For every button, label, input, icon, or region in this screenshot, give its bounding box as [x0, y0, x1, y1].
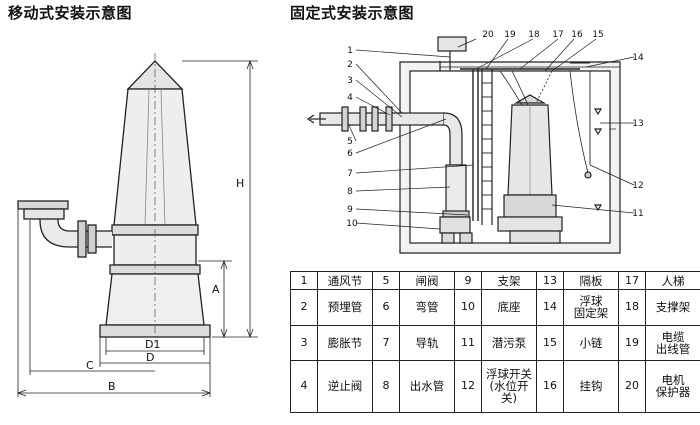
part-number-cell: 12	[454, 359, 482, 414]
mobile-installation-title: 移动式安装示意图	[8, 4, 133, 22]
callout-6: 6	[347, 149, 353, 159]
part-number-cell: 9	[454, 270, 482, 291]
part-number-cell: 1	[290, 270, 318, 291]
mobile-installation-diagram: H A D1 D C B	[16, 53, 258, 397]
part-number-cell: 15	[536, 324, 564, 361]
part-name-cell: 小链	[563, 324, 619, 361]
dimension-label-A: A	[212, 283, 220, 296]
callout-17: 17	[552, 30, 563, 40]
part-name-cell: 支撑架	[645, 289, 700, 326]
callout-14: 14	[632, 53, 644, 63]
callout-16: 16	[571, 30, 583, 40]
motor-protector-box	[437, 36, 467, 52]
part-number-cell: 14	[536, 289, 564, 326]
part-number-cell: 20	[618, 359, 646, 414]
part-number-cell: 3	[290, 324, 318, 361]
dimension-label-D: D	[146, 351, 154, 364]
part-number-cell: 19	[618, 324, 646, 361]
callout-18: 18	[528, 30, 540, 40]
callout-10: 10	[346, 219, 358, 229]
callout-7: 7	[347, 169, 353, 179]
part-name-cell: 挂钩	[563, 359, 619, 414]
part-name-cell: 出水管	[399, 359, 455, 414]
callout-8: 8	[347, 187, 353, 197]
part-number-cell: 18	[618, 289, 646, 326]
part-number-cell: 6	[372, 289, 400, 326]
fixed-installation-diagram: 1 2 3 4 5 6 7 8 9 10 11 12 13 14 15 16 1…	[306, 30, 644, 254]
part-name-cell: 预埋管	[317, 289, 373, 326]
callout-5: 5	[347, 137, 353, 147]
part-name-cell: 电机 保护器	[645, 359, 700, 414]
fixed-installation-title: 固定式安装示意图	[290, 4, 415, 22]
part-name-cell: 导轨	[399, 324, 455, 361]
dimension-label-C: C	[86, 359, 94, 372]
part-name-cell: 逆止阀	[317, 359, 373, 414]
part-name-cell: 膨胀节	[317, 324, 373, 361]
callout-11: 11	[632, 209, 643, 219]
callout-13: 13	[632, 119, 643, 129]
part-number-cell: 4	[290, 359, 318, 414]
callout-12: 12	[632, 181, 643, 191]
callout-4: 4	[347, 93, 353, 103]
callout-15: 15	[592, 30, 603, 40]
part-name-cell: 弯管	[399, 289, 455, 326]
outlet-riser	[445, 164, 467, 214]
callout-3: 3	[347, 76, 353, 86]
part-number-cell: 7	[372, 324, 400, 361]
part-number-cell: 17	[618, 270, 646, 291]
part-name-cell: 隔板	[563, 270, 619, 291]
callout-20: 20	[482, 30, 494, 40]
dimension-label-B: B	[108, 380, 116, 393]
part-number-cell: 5	[372, 270, 400, 291]
part-name-cell: 浮球开关 (水位开关)	[481, 359, 537, 414]
dimension-label-D1: D1	[145, 338, 160, 351]
discharge-pipe	[319, 112, 445, 126]
part-number-cell: 2	[290, 289, 318, 326]
part-name-cell: 通风节	[317, 270, 373, 291]
part-name-cell: 浮球 固定架	[563, 289, 619, 326]
part-number-cell: 16	[536, 359, 564, 414]
callout-1: 1	[347, 46, 353, 56]
part-name-cell: 底座	[481, 289, 537, 326]
pump-base-plate	[497, 216, 563, 232]
part-name-cell: 潜污泵	[481, 324, 537, 361]
outlet-flange	[17, 200, 69, 210]
dimension-label-H: H	[236, 177, 244, 190]
part-name-cell: 人梯	[645, 270, 700, 291]
part-name-cell: 闸阀	[399, 270, 455, 291]
part-name-cell: 支架	[481, 270, 537, 291]
part-number-cell: 13	[536, 270, 564, 291]
callout-19: 19	[504, 30, 516, 40]
part-name-cell: 电缆 出线管	[645, 324, 700, 361]
callout-2: 2	[347, 60, 353, 70]
part-number-cell: 8	[372, 359, 400, 414]
callout-9: 9	[347, 205, 353, 215]
part-number-cell: 10	[454, 289, 482, 326]
part-number-cell: 11	[454, 324, 482, 361]
